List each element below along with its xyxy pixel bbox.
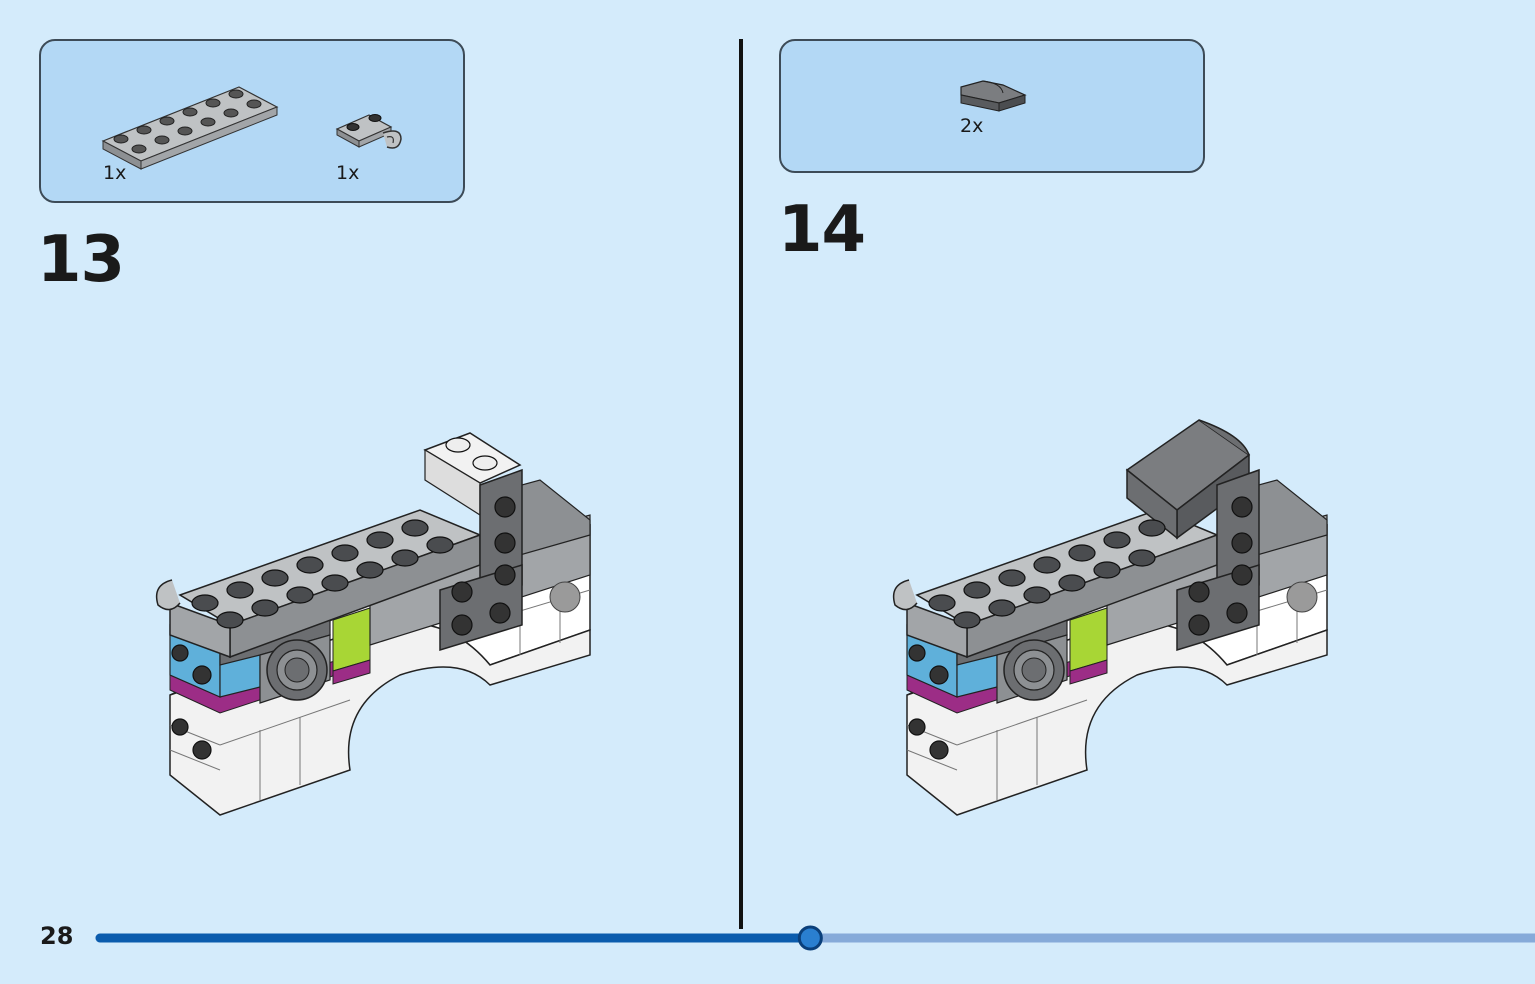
- step-number: 13: [37, 223, 125, 297]
- step-14-model-illustration: [892, 419, 1328, 816]
- page-divider: [739, 39, 743, 929]
- page-number: 28: [40, 922, 74, 950]
- progress-marker: [797, 925, 823, 951]
- part-quantity: 2x: [960, 115, 984, 137]
- part-quantity: 1x: [103, 162, 127, 184]
- curved-slope-icon: [960, 80, 1027, 112]
- plate-with-clip-icon: [335, 114, 402, 149]
- parts-box-step-13: 1x 1x: [39, 39, 465, 203]
- step-13-model-illustration: [155, 432, 591, 816]
- parts-box-step-14: 2x: [779, 39, 1205, 173]
- part-quantity: 1x: [336, 162, 360, 184]
- step-number: 14: [778, 193, 866, 267]
- plate-2x6-icon: [101, 86, 279, 170]
- progress-bar: [95, 925, 1535, 951]
